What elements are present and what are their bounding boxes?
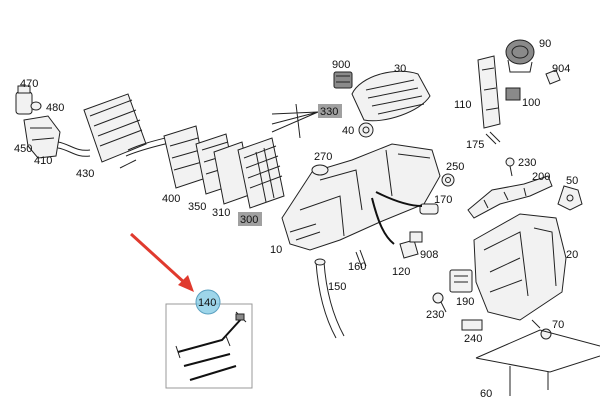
part-120-actuator[interactable] bbox=[399, 239, 419, 259]
label-310: 310 bbox=[212, 207, 230, 219]
label-350: 350 bbox=[188, 201, 206, 213]
part-250-grommet[interactable] bbox=[441, 173, 455, 187]
label-170: 170 bbox=[434, 194, 452, 206]
part-470-valve[interactable] bbox=[15, 85, 33, 115]
label-470: 470 bbox=[20, 78, 38, 90]
label-10: 10 bbox=[270, 244, 282, 256]
label-40: 40 bbox=[342, 125, 354, 137]
part-430-pipe[interactable] bbox=[57, 141, 91, 157]
label-410: 410 bbox=[34, 155, 52, 167]
part-904-screw[interactable] bbox=[545, 69, 561, 85]
part-150-drain-tube[interactable] bbox=[314, 258, 345, 339]
part-170-bushing[interactable] bbox=[419, 203, 439, 215]
label-230-upper: 230 bbox=[518, 157, 536, 169]
part-900-bracket[interactable] bbox=[333, 71, 353, 89]
leader-330 bbox=[271, 103, 319, 139]
label-400: 400 bbox=[162, 193, 180, 205]
label-900: 900 bbox=[332, 59, 350, 71]
label-box-300 bbox=[238, 212, 262, 226]
part-30-blower-housing[interactable] bbox=[351, 70, 431, 122]
part-240-plate[interactable] bbox=[461, 319, 483, 331]
label-50: 50 bbox=[566, 175, 578, 187]
part-175-fastener[interactable] bbox=[485, 131, 501, 145]
part-20-heater-housing[interactable] bbox=[473, 213, 567, 321]
part-110-duct[interactable] bbox=[477, 55, 501, 129]
part-evaporator-core[interactable] bbox=[83, 93, 147, 163]
part-40-motor[interactable] bbox=[358, 122, 374, 138]
highlight-marker-140 bbox=[195, 289, 221, 315]
part-90-blower-wheel[interactable] bbox=[505, 39, 535, 73]
label-90: 90 bbox=[539, 38, 551, 50]
part-270-cap[interactable] bbox=[311, 164, 329, 176]
label-110: 110 bbox=[454, 99, 472, 111]
part-200-harness[interactable] bbox=[467, 175, 553, 219]
label-20: 20 bbox=[566, 249, 578, 261]
label-30: 30 bbox=[394, 63, 406, 75]
label-70: 70 bbox=[552, 319, 564, 331]
part-480-clip[interactable] bbox=[30, 101, 42, 111]
label-240: 240 bbox=[464, 333, 482, 345]
label-904: 904 bbox=[552, 63, 570, 75]
label-270: 270 bbox=[314, 151, 332, 163]
label-175: 175 bbox=[466, 139, 484, 151]
part-100-resistor[interactable] bbox=[505, 87, 521, 101]
label-330: 330 bbox=[320, 106, 338, 118]
part-140-cable-set[interactable] bbox=[175, 311, 247, 381]
label-908: 908 bbox=[420, 249, 438, 261]
part-410-bracket[interactable] bbox=[23, 115, 61, 159]
part-230-screw-lower[interactable] bbox=[432, 292, 447, 313]
label-150: 150 bbox=[328, 281, 346, 293]
label-190: 190 bbox=[456, 296, 474, 308]
part-160-clip[interactable] bbox=[355, 249, 367, 269]
label-100: 100 bbox=[522, 97, 540, 109]
part-300-cabin-filter[interactable] bbox=[237, 137, 285, 209]
pointer-arrow bbox=[129, 232, 194, 292]
label-box-330 bbox=[318, 104, 342, 118]
label-140: 140 bbox=[198, 297, 216, 309]
label-250: 250 bbox=[446, 161, 464, 173]
label-230-lower: 230 bbox=[426, 309, 444, 321]
part-230-screw-upper[interactable] bbox=[505, 157, 515, 177]
label-430: 430 bbox=[76, 168, 94, 180]
label-120: 120 bbox=[392, 266, 410, 278]
part-70-bolt[interactable] bbox=[531, 319, 552, 340]
part-908-sensor[interactable] bbox=[409, 231, 423, 243]
label-60: 60 bbox=[480, 388, 492, 400]
part-wiring-loop[interactable] bbox=[371, 191, 423, 245]
part-60-cover-panel[interactable] bbox=[475, 329, 600, 396]
part-190-module[interactable] bbox=[449, 269, 473, 293]
label-160: 160 bbox=[348, 261, 366, 273]
label-200: 200 bbox=[532, 171, 550, 183]
label-300: 300 bbox=[240, 214, 258, 226]
label-480: 480 bbox=[46, 102, 64, 114]
label-450: 450 bbox=[14, 143, 32, 155]
part-50-motor[interactable] bbox=[557, 185, 583, 211]
